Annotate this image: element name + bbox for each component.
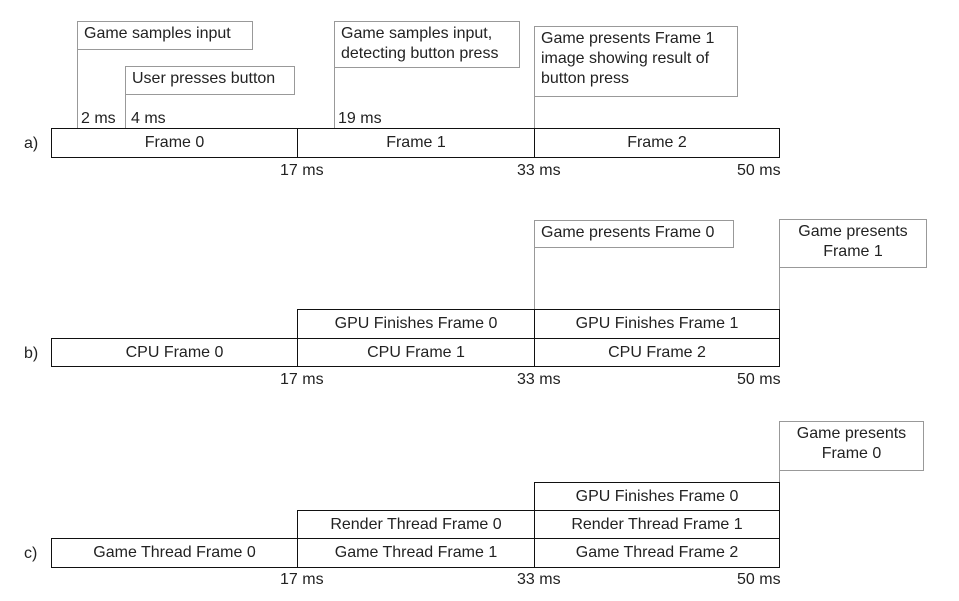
leader-line-4ms [125, 94, 126, 128]
game-thread-box-1: Game Thread Frame 1 [297, 538, 535, 568]
tick-33ms: 33 ms [517, 162, 561, 179]
game-thread-box-0: Game Thread Frame 0 [51, 538, 298, 568]
row-label-b: b) [24, 345, 39, 362]
cpu-box-2: CPU Frame 2 [534, 338, 780, 367]
tick-50ms: 50 ms [737, 162, 781, 179]
tick-33ms: 33 ms [517, 371, 561, 388]
render-thread-box-0: Render Thread Frame 0 [297, 510, 535, 539]
callout-presents-frame1: Game presents Frame 1 image showing resu… [534, 26, 738, 97]
render-thread-box-1: Render Thread Frame 1 [534, 510, 780, 539]
leader-line-present-f0 [534, 247, 535, 310]
time-19ms: 19 ms [338, 110, 382, 127]
tick-17ms: 17 ms [280, 371, 324, 388]
callout-presents-frame0: Game presents Frame 0 [534, 220, 734, 248]
frame-box-0: Frame 0 [51, 128, 298, 158]
tick-33ms: 33 ms [517, 571, 561, 588]
callout-samples-input: Game samples input [77, 21, 253, 50]
leader-line-2ms [77, 50, 78, 128]
leader-line-19ms [334, 67, 335, 128]
gpu-box-0: GPU Finishes Frame 0 [534, 482, 780, 511]
row-label-c: c) [24, 545, 38, 562]
frame-box-1: Frame 1 [297, 128, 535, 158]
leader-line-present-f0 [779, 470, 780, 482]
tick-17ms: 17 ms [280, 162, 324, 179]
callout-presents-frame0: Game presents Frame 0 [779, 421, 924, 471]
cpu-box-1: CPU Frame 1 [297, 338, 535, 367]
cpu-box-0: CPU Frame 0 [51, 338, 298, 367]
row-label-a: a) [24, 135, 39, 152]
tick-50ms: 50 ms [737, 371, 781, 388]
time-4ms: 4 ms [131, 110, 166, 127]
frame-box-2: Frame 2 [534, 128, 780, 158]
leader-line-33ms [534, 97, 535, 128]
tick-17ms: 17 ms [280, 571, 324, 588]
gpu-box-0: GPU Finishes Frame 0 [297, 309, 535, 339]
time-2ms: 2 ms [81, 110, 116, 127]
callout-presents-frame1: Game presents Frame 1 [779, 219, 927, 268]
callout-samples-detect: Game samples input, detecting button pre… [334, 21, 520, 68]
gpu-box-1: GPU Finishes Frame 1 [534, 309, 780, 339]
game-thread-box-2: Game Thread Frame 2 [534, 538, 780, 568]
leader-line-present-f1 [779, 268, 780, 310]
tick-50ms: 50 ms [737, 571, 781, 588]
callout-user-presses: User presses button [125, 66, 295, 95]
